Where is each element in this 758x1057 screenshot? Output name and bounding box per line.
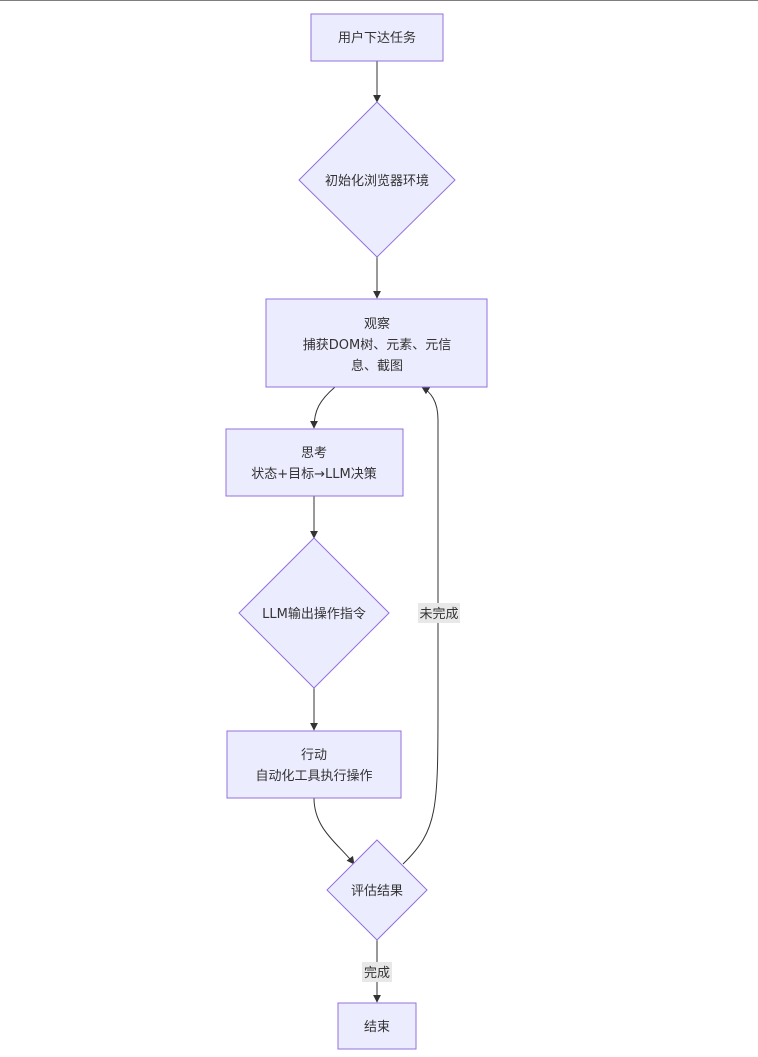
edge-evaluate-observe [402, 386, 439, 865]
node-think: 思考 状态+目标→LLM决策 [225, 428, 404, 497]
node-observe-line2: 捕获DOM树、元素、元信 [303, 337, 451, 353]
node-observe-line3: 息、截图 [351, 358, 403, 374]
node-start: 用户下达任务 [310, 13, 444, 62]
node-think-line1: 思考 [301, 446, 327, 461]
node-end: 结束 [337, 1002, 417, 1050]
edge-label-complete: 完成 [362, 962, 392, 982]
node-observe: 观察 捕获DOM树、元素、元信 息、截图 [265, 298, 488, 388]
edge-act-evaluate [313, 797, 355, 865]
node-init: 初始化浏览器环境 [298, 101, 456, 258]
node-act: 行动 自动化工具执行操作 [226, 730, 402, 799]
node-llm: LLM输出操作指令 [238, 537, 390, 689]
edge-label-complete-text: 完成 [364, 966, 390, 981]
edge-observe-think [310, 386, 336, 429]
node-think-line2: 状态+目标→LLM决策 [251, 466, 377, 482]
node-observe-line1: 观察 [364, 317, 390, 332]
edge-label-incomplete-text: 未完成 [419, 607, 458, 622]
node-init-label: 初始化浏览器环境 [325, 173, 429, 189]
node-start-label: 用户下达任务 [338, 30, 416, 46]
node-evaluate-label: 评估结果 [351, 884, 403, 899]
node-evaluate: 评估结果 [326, 839, 428, 941]
node-llm-label: LLM输出操作指令 [262, 606, 366, 622]
node-act-line2: 自动化工具执行操作 [255, 768, 372, 784]
edge-label-incomplete: 未完成 [418, 603, 460, 623]
node-end-label: 结束 [364, 1020, 390, 1035]
top-border [0, 0, 758, 1]
node-act-line1: 行动 [301, 748, 327, 763]
